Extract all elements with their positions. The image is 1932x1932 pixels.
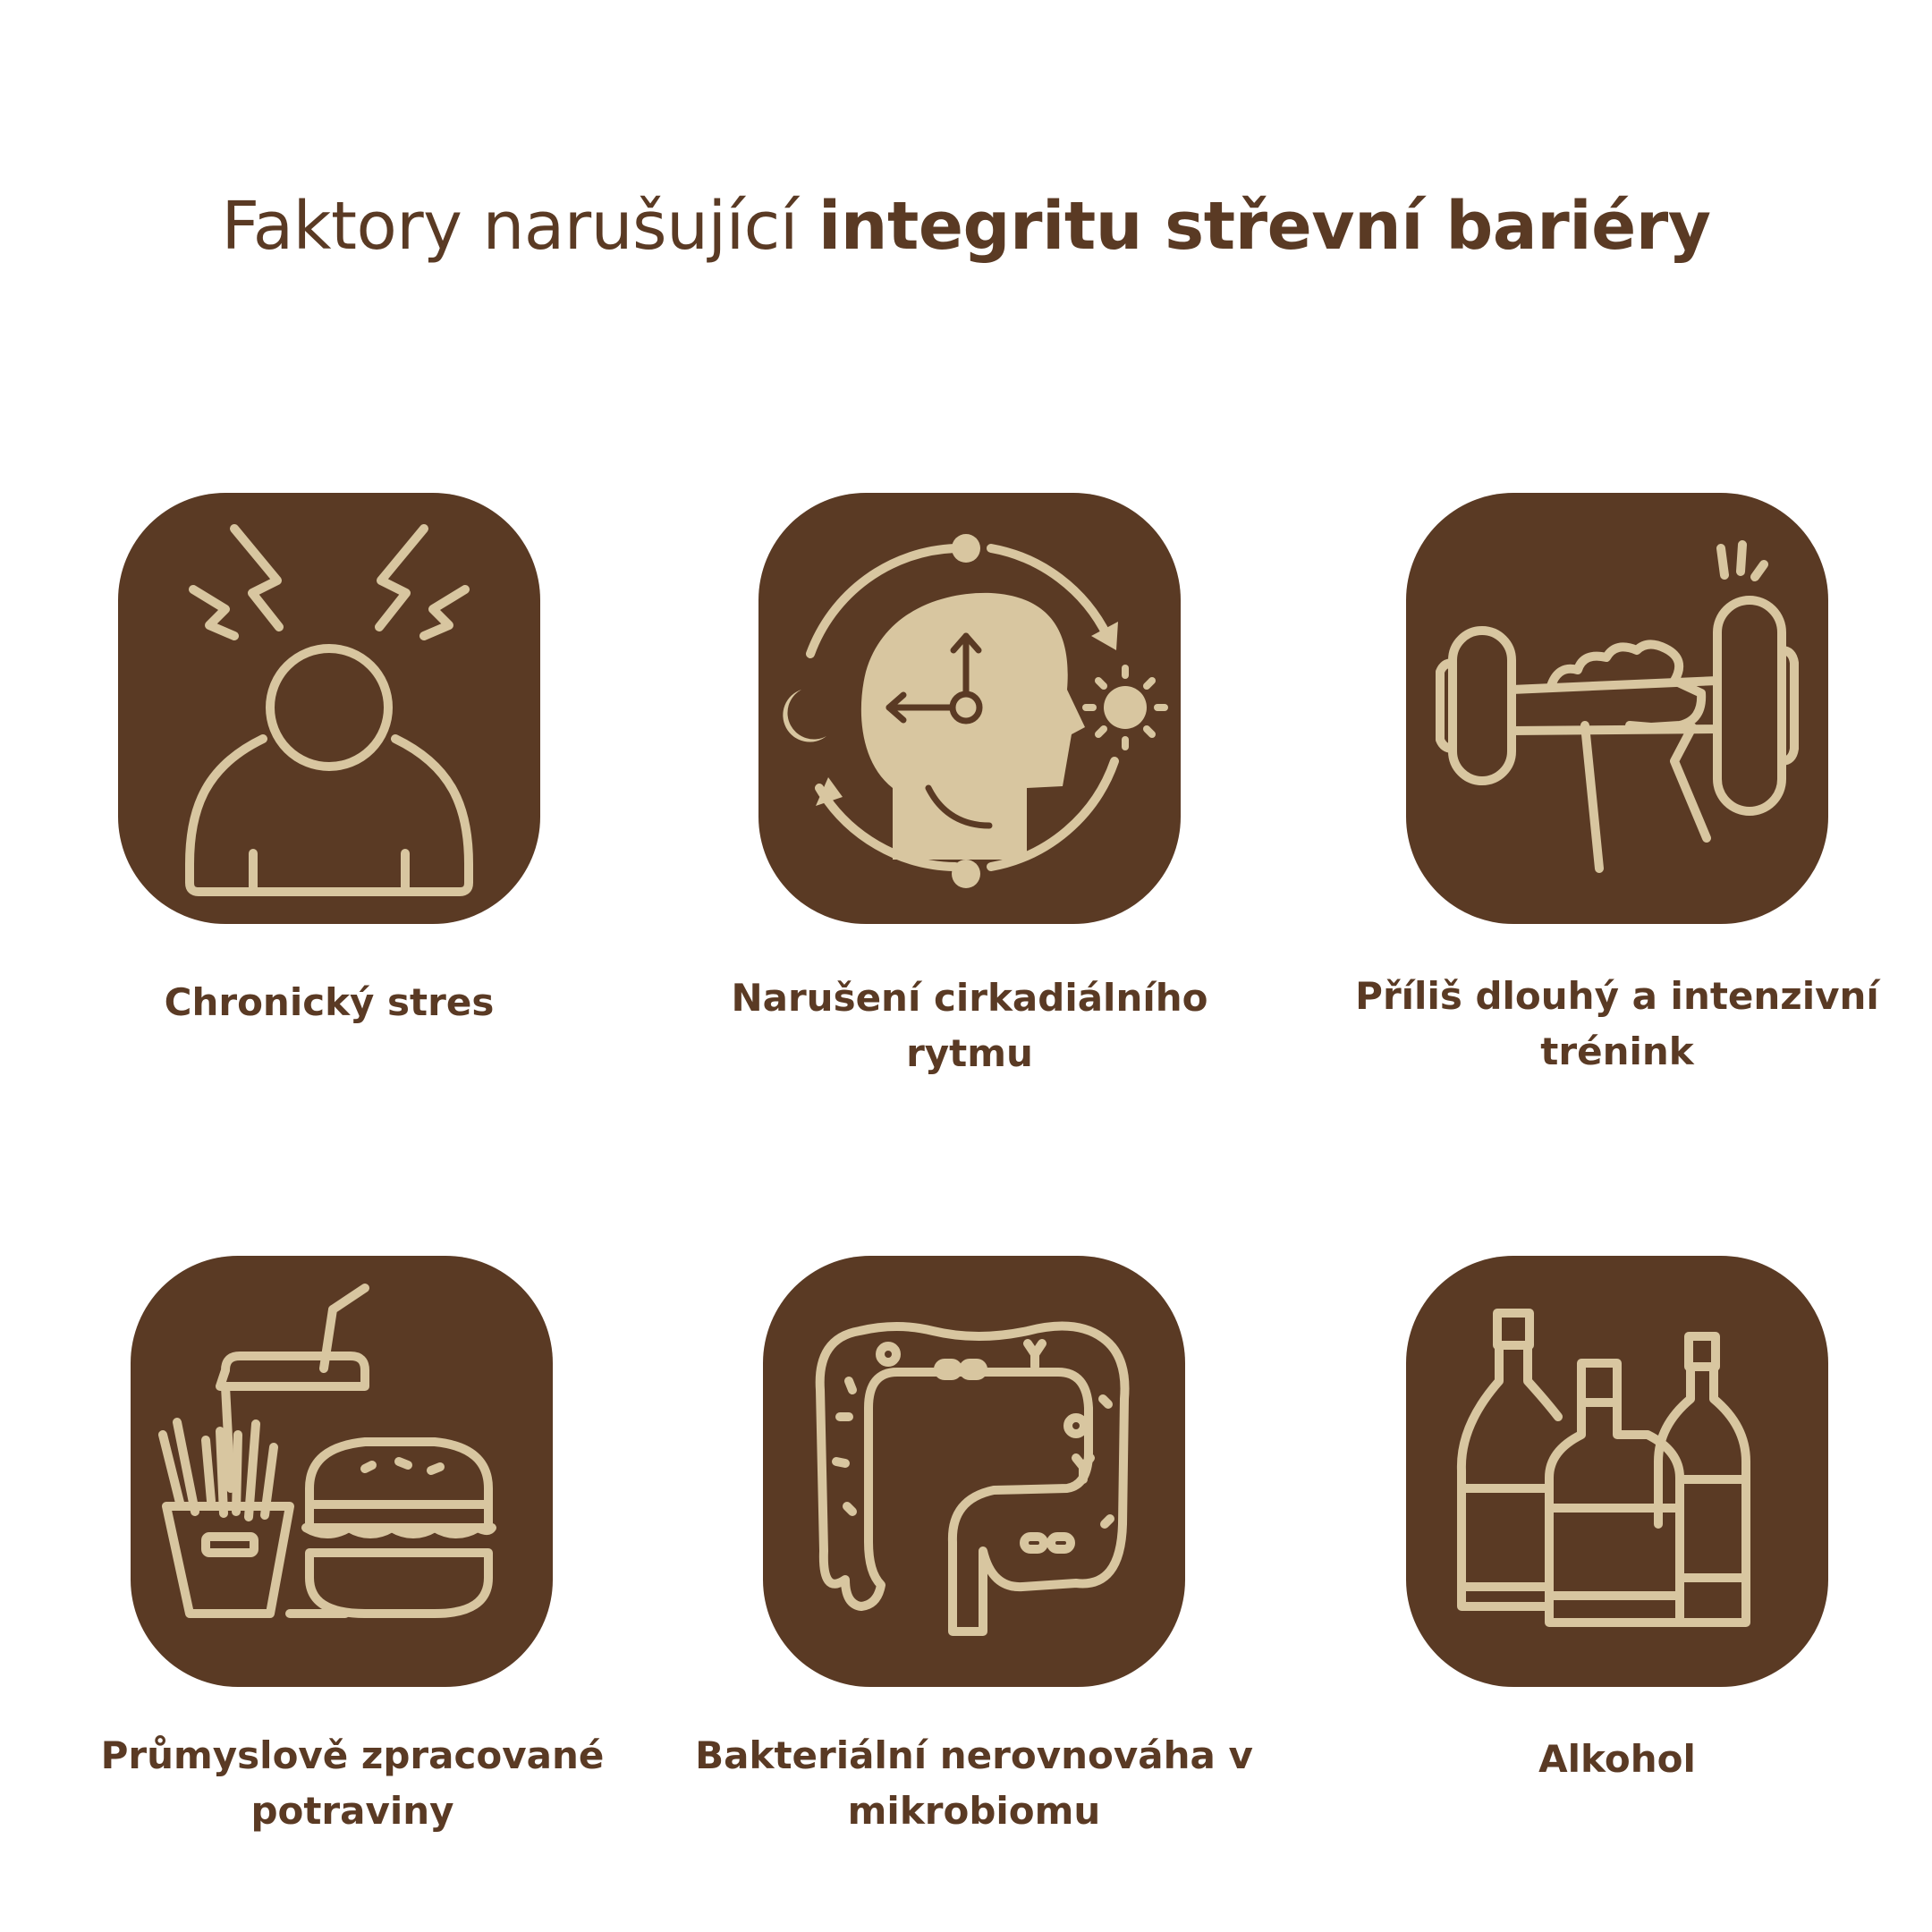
title-light: Faktory narušující: [221, 188, 818, 265]
factor-label-line1: Bakteriální nerovnováha v: [695, 1733, 1253, 1777]
factor-label-alcohol: Alkohol: [1331, 1732, 1903, 1787]
factor-label-processed-food: Průmyslově zpracované potraviny: [66, 1728, 639, 1839]
factor-label-stress: Chronický stres: [43, 975, 615, 1030]
factor-tile-microbiome: [763, 1256, 1185, 1687]
factor-tile-circadian: [758, 493, 1181, 924]
factor-tile-processed-food: [131, 1256, 553, 1687]
alcohol-bottles-icon: [1456, 1309, 1750, 1627]
dumbbell-hand-icon: [1436, 540, 1799, 873]
page-title: Faktory narušující integritu střevní bar…: [0, 186, 1932, 267]
stressed-person-icon: [185, 524, 473, 896]
factor-tile-alcohol: [1406, 1256, 1828, 1687]
factor-label-line1: Alkohol: [1538, 1737, 1696, 1781]
factor-label-training: Příliš dlouhý a intenzivní trénink: [1331, 969, 1903, 1080]
factor-label-microbiome: Bakteriální nerovnováha v mikrobiomu: [688, 1728, 1260, 1839]
factor-tile-training: [1406, 493, 1828, 924]
intestine-bacteria-icon: [815, 1321, 1130, 1636]
title-bold: integritu střevní bariéry: [818, 188, 1711, 265]
factor-label-line1: Příliš dlouhý a intenzivní: [1355, 974, 1879, 1018]
factor-label-line2: rytmu: [906, 1031, 1033, 1075]
factor-label-circadian: Narušení cirkadiálního rytmu: [683, 970, 1256, 1081]
factor-label-line2: potraviny: [250, 1789, 454, 1833]
factor-label-line1: Chronický stres: [164, 980, 495, 1024]
fast-food-icon: [158, 1284, 496, 1618]
factor-label-line2: trénink: [1540, 1030, 1694, 1073]
factor-tile-stress: [118, 493, 540, 924]
factor-label-line2: mikrobiomu: [847, 1789, 1101, 1833]
circadian-head-clock-icon: [783, 534, 1168, 888]
factor-label-line1: Narušení cirkadiálního: [731, 976, 1208, 1020]
factor-label-line1: Průmyslově zpracované: [100, 1733, 605, 1777]
